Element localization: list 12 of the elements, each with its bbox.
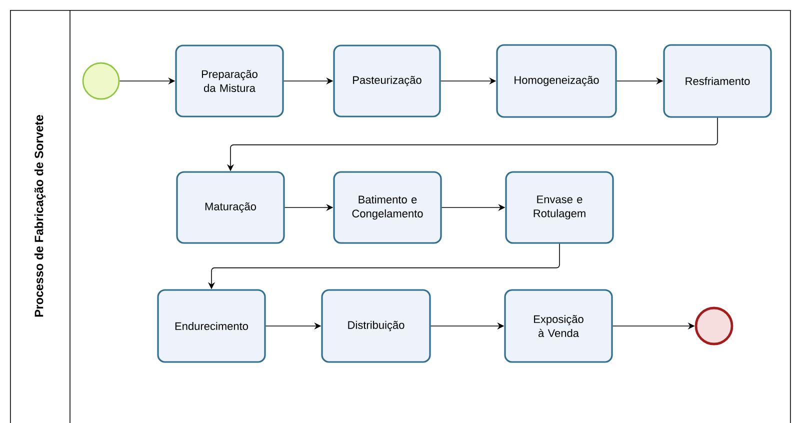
task-box: Preparação da Mistura <box>175 44 284 118</box>
task-box: Envase e Rotulagem <box>505 171 614 244</box>
start-event-circle <box>82 62 120 100</box>
task-box: Homogeneização <box>496 44 617 118</box>
task-box: Exposição à Venda <box>504 289 613 363</box>
task-box: Pasteurização <box>333 44 441 118</box>
task-box: Distribuição <box>321 289 431 363</box>
task-box: Resfriamento <box>663 44 772 118</box>
task-box: Endurecimento <box>157 289 266 363</box>
task-box: Batimento e Congelamento <box>333 171 442 244</box>
end-event-circle <box>694 306 734 346</box>
task-box: Maturação <box>176 171 285 244</box>
